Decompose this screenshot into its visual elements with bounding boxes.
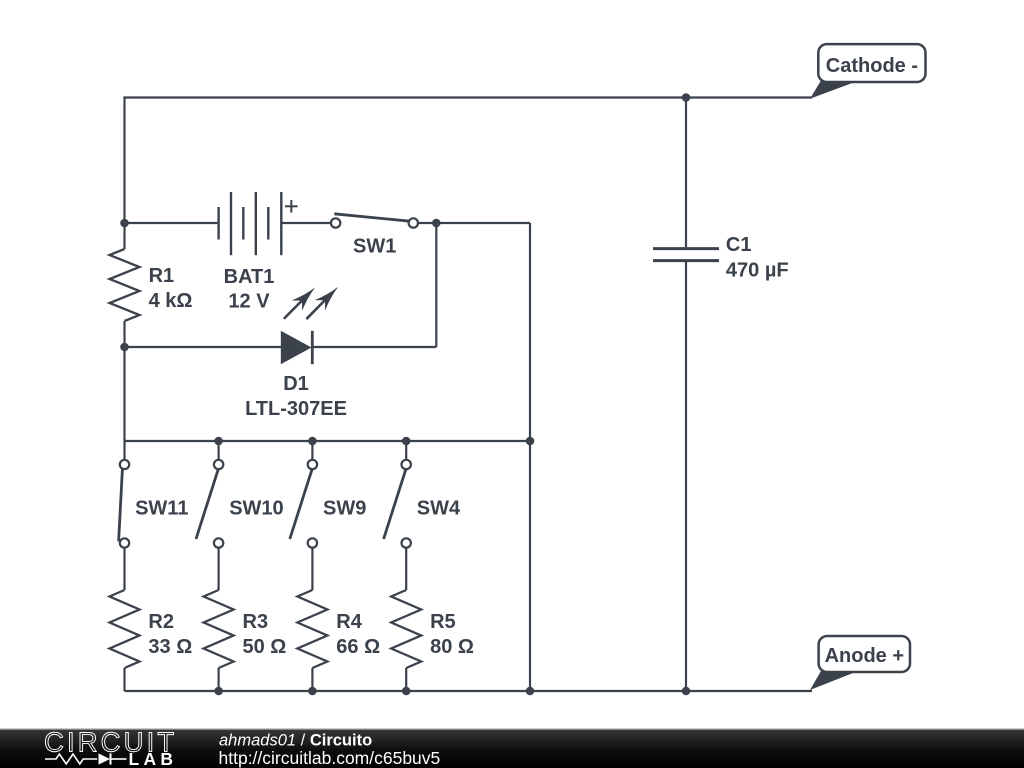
svg-text:C1: C1	[726, 234, 752, 256]
svg-text:R5: R5	[430, 611, 456, 633]
svg-text:80 Ω: 80 Ω	[430, 636, 474, 658]
svg-text:SW1: SW1	[353, 236, 396, 258]
svg-text:33 Ω: 33 Ω	[148, 636, 192, 658]
svg-text:CIRCUIT: CIRCUIT	[44, 727, 177, 758]
svg-text:4 kΩ: 4 kΩ	[149, 290, 193, 312]
svg-text:ahmads01 / Circuito: ahmads01 / Circuito	[219, 732, 372, 750]
svg-text:SW10: SW10	[229, 498, 283, 520]
svg-text:Cathode -: Cathode -	[826, 55, 918, 77]
svg-text:Anode +: Anode +	[825, 645, 904, 667]
svg-text:LAB: LAB	[129, 749, 178, 768]
svg-text:470 µF: 470 µF	[726, 260, 789, 282]
svg-text:R4: R4	[336, 611, 362, 633]
svg-text:50 Ω: 50 Ω	[243, 636, 287, 658]
svg-text:SW9: SW9	[323, 498, 366, 520]
svg-text:LTL-307EE: LTL-307EE	[245, 398, 347, 420]
svg-text:R3: R3	[243, 611, 269, 633]
svg-text:D1: D1	[283, 373, 309, 395]
svg-text:R2: R2	[148, 611, 174, 633]
svg-text:http://circuitlab.com/c65buv5: http://circuitlab.com/c65buv5	[219, 748, 441, 768]
svg-text:12 V: 12 V	[228, 291, 270, 313]
svg-text:66 Ω: 66 Ω	[336, 636, 380, 658]
svg-text:R1: R1	[149, 265, 175, 287]
svg-text:SW4: SW4	[417, 498, 461, 520]
svg-text:SW11: SW11	[135, 498, 188, 520]
svg-text:BAT1: BAT1	[224, 266, 275, 288]
